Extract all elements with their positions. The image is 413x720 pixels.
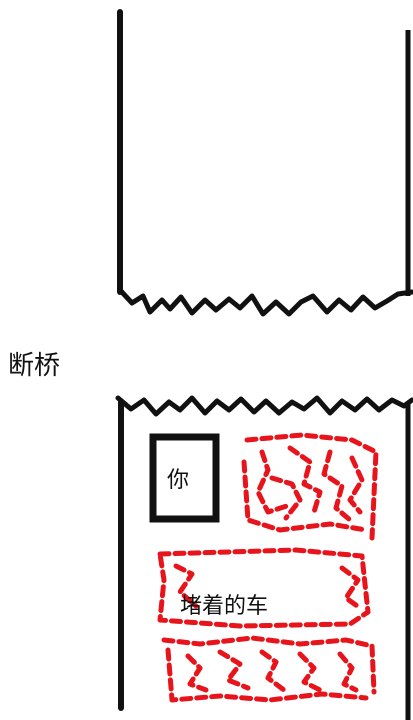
- blocking-cars-scribble: [157, 432, 379, 703]
- you-label: 你: [167, 468, 190, 493]
- upper-bridge-break-edge: [117, 287, 413, 317]
- lower-bridge-break-edge: [115, 395, 413, 417]
- blocking-cars-label: 堵着的车: [180, 594, 269, 619]
- broken-bridge-label: 断桥: [8, 351, 61, 381]
- you-box: [149, 433, 220, 523]
